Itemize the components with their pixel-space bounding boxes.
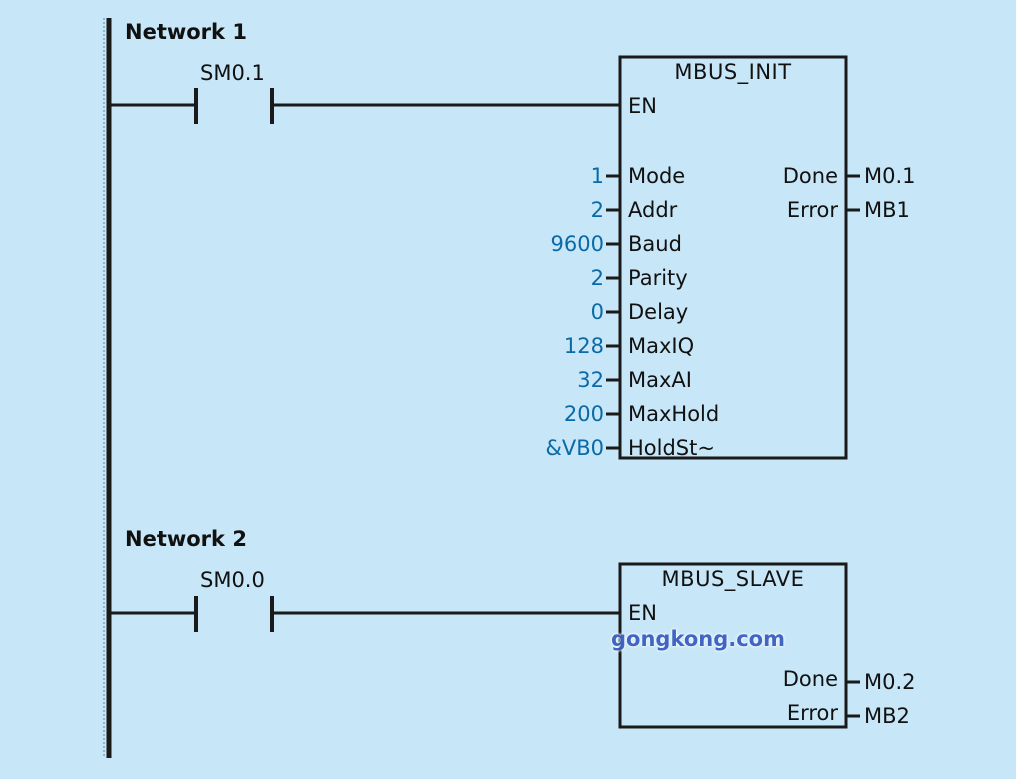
init-param-value: 200	[563, 402, 604, 426]
init-param-pin: HoldSt~	[628, 436, 715, 460]
init-param-pin: Delay	[628, 300, 689, 324]
init-param-pin: MaxAI	[628, 368, 692, 392]
init-param-value: 2	[590, 266, 604, 290]
init-param-pin: Addr	[628, 198, 678, 222]
init-param-pin: Baud	[628, 232, 682, 256]
init-error-var: MB1	[864, 198, 910, 222]
init-error-pin: Error	[786, 198, 838, 222]
mbus-slave-block	[618, 562, 848, 729]
mbus-init-en-pin: EN	[628, 94, 657, 118]
mbus-slave-en-pin: EN	[628, 601, 657, 625]
contact-2-label: SM0.0	[200, 568, 265, 592]
slave-done-pin: Done	[782, 667, 838, 691]
init-done-pin: Done	[782, 164, 838, 188]
mbus-init-input-stubs	[606, 174, 620, 450]
init-done-var: M0.1	[864, 164, 916, 188]
mbus-init-block	[618, 55, 848, 460]
contact-1-label: SM0.1	[200, 61, 265, 85]
init-param-pin: MaxIQ	[628, 334, 695, 358]
init-param-value: 128	[563, 334, 604, 358]
network-1-title: Network 1	[125, 20, 247, 44]
init-param-value: 2	[590, 198, 604, 222]
mbus-slave-name: MBUS_SLAVE	[661, 567, 805, 591]
mbus-init-name: MBUS_INIT	[674, 60, 792, 84]
slave-done-var: M0.2	[864, 670, 916, 694]
init-param-pin: MaxHold	[628, 402, 720, 426]
slave-error-pin: Error	[786, 701, 838, 725]
init-param-value: 1	[590, 164, 604, 188]
init-param-value: 9600	[550, 232, 604, 256]
network-2-title: Network 2	[125, 527, 247, 551]
init-param-pin: Mode	[628, 164, 686, 188]
init-param-value: 0	[590, 300, 604, 324]
init-param-pin: Parity	[628, 266, 688, 290]
slave-error-var: MB2	[864, 704, 910, 728]
init-param-value: 32	[577, 368, 604, 392]
init-param-value: &VB0	[545, 436, 604, 460]
watermark: gongkong.com	[611, 627, 785, 651]
